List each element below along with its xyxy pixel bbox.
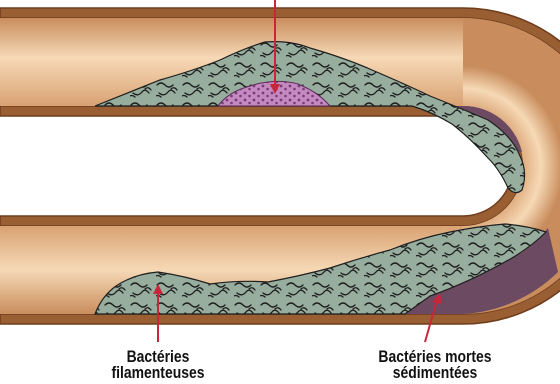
label-dead-line2: sédimentées xyxy=(357,365,513,381)
pipe-inner-wall xyxy=(0,106,523,226)
label-dead-bacteria: Bactéries mortes sédimentées xyxy=(357,349,513,381)
label-filamentous-line2: filamenteuses xyxy=(101,365,216,381)
label-filamentous-bacteria: Bactéries filamenteuses xyxy=(101,349,216,381)
